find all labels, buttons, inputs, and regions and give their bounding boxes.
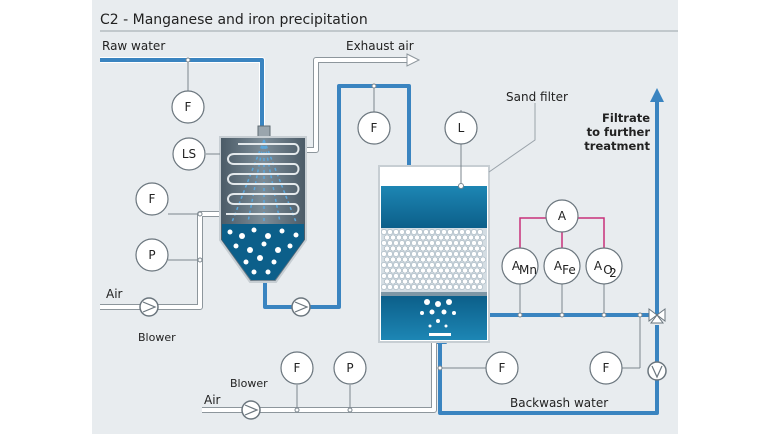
instrument-sub: O: [603, 263, 612, 277]
flow-backwash-air-instrument[interactable]: [280, 351, 314, 385]
instrument-label: A: [594, 259, 603, 273]
filter-bottom-plate: [381, 292, 487, 296]
exhaust-air-pipe: [306, 58, 407, 152]
instrument-label: F: [185, 100, 192, 114]
sand-grains: [381, 229, 486, 290]
signal-lines: [168, 60, 641, 410]
analysis-main-instrument[interactable]: [545, 199, 579, 233]
instrument-sub: Fe: [562, 263, 576, 277]
analysis-iron-instrument[interactable]: [543, 247, 581, 285]
filter-bubbles: [420, 299, 456, 328]
filtrate-label-3: treatment: [584, 139, 650, 153]
instrument-subsub: 2: [609, 266, 617, 280]
sand-filter-label: Sand filter: [506, 90, 568, 104]
tank-bubbles: [227, 227, 299, 275]
backwash-air-pipe: [260, 342, 436, 412]
level-switch-instrument[interactable]: [172, 137, 206, 171]
filter-feed-pipe: [310, 84, 411, 309]
diagram-panel: C2 - Manganese and iron precipitation: [92, 0, 678, 434]
exhaust-air-label: Exhaust air: [346, 39, 414, 53]
heat-exchanger-coil: [226, 143, 300, 215]
filter-water-top: [381, 186, 487, 228]
filter-water-bottom: [381, 296, 487, 340]
backwash-water-label: Backwash water: [510, 396, 608, 410]
process-diagram: C2 - Manganese and iron precipitation: [100, 12, 678, 420]
instrument-label: P: [148, 248, 155, 262]
flow-backwash-water-instrument[interactable]: [485, 351, 519, 385]
instrument-label: P: [346, 361, 353, 375]
three-way-valve-icon: [648, 308, 666, 324]
backwash-pump-icon: [647, 361, 667, 381]
blower-label-bottom: Blower: [230, 377, 268, 390]
instrument-label: L: [458, 121, 465, 135]
instrument-label: F: [371, 121, 378, 135]
pressure-backwash-air-instrument[interactable]: [333, 351, 367, 385]
blower-top-icon: [139, 297, 159, 317]
instrument-label: A: [558, 209, 567, 223]
flow-feed-instrument[interactable]: [357, 111, 391, 145]
flow-filtrate-instrument[interactable]: [589, 351, 623, 385]
analysis-oxygen-instrument[interactable]: [585, 247, 623, 285]
air-label-top: Air: [106, 287, 123, 301]
flow-raw-water-instrument[interactable]: [171, 90, 205, 124]
raw-water-pipe: [100, 58, 264, 128]
instrument-label: A: [554, 259, 563, 273]
sand-filter: [378, 110, 490, 343]
tank-outlet-pipe: [263, 282, 292, 309]
pressure-aeration-air-instrument[interactable]: [135, 238, 169, 272]
instrument-label: A: [512, 259, 521, 273]
instrument-label: LS: [182, 147, 196, 161]
instrument-label: F: [294, 361, 301, 375]
instrument-label: F: [499, 361, 506, 375]
feed-pump-icon: [291, 297, 311, 317]
instrument-sub: Mn: [519, 263, 537, 277]
oxidation-tank: [219, 125, 307, 283]
instrument-label: F: [149, 192, 156, 206]
air-label-bottom: Air: [204, 393, 221, 407]
blower-bottom-icon: [241, 400, 261, 420]
instrument-label: F: [603, 361, 610, 375]
flow-aeration-air-instrument[interactable]: [135, 182, 169, 216]
blower-label-top: Blower: [138, 331, 176, 344]
filtrate-label-2: to further: [587, 125, 651, 139]
filtrate-arrow-icon: [650, 88, 664, 102]
analysis-manganese-instrument[interactable]: [501, 247, 539, 285]
raw-water-label: Raw water: [102, 39, 165, 53]
exhaust-arrow-icon: [406, 53, 421, 67]
sand-filter-leader: [488, 103, 536, 173]
filtrate-label-1: Filtrate: [602, 111, 650, 125]
tank-water: [222, 224, 304, 280]
level-filter-instrument[interactable]: [444, 111, 478, 145]
page-title: C2 - Manganese and iron precipitation: [100, 12, 368, 28]
air-diffuser: [429, 333, 451, 336]
